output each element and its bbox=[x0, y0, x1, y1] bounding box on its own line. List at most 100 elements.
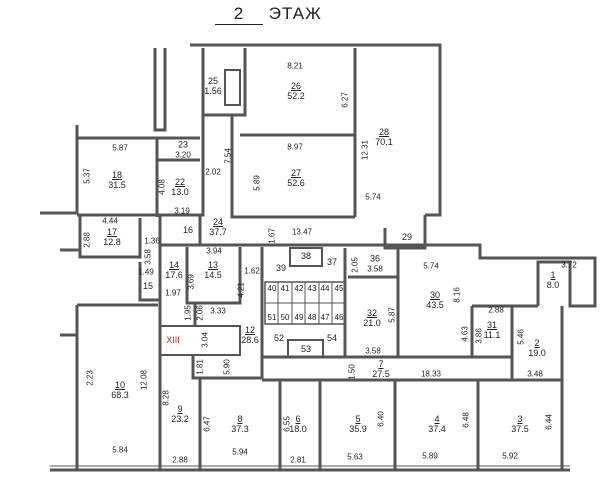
room-38-box bbox=[289, 247, 323, 267]
room-number: 42 bbox=[294, 284, 304, 293]
stall-47[interactable]: 47 bbox=[321, 313, 330, 323]
dimension: 6.47 bbox=[202, 416, 212, 432]
dimension: 4.44 bbox=[102, 216, 118, 226]
dimension: 7.54 bbox=[223, 148, 233, 164]
dimension: 3.19 bbox=[174, 206, 190, 216]
wall bbox=[153, 48, 167, 132]
room-29[interactable]: 29 bbox=[402, 232, 412, 242]
stall-43[interactable]: 43 bbox=[308, 284, 317, 294]
dimension: 6.55 bbox=[282, 416, 292, 432]
dimension: 2.81 bbox=[290, 455, 306, 465]
room-number: 32 bbox=[366, 308, 377, 318]
room-number: 23 bbox=[177, 139, 189, 150]
room-number: 40 bbox=[267, 284, 277, 293]
wall bbox=[230, 115, 355, 219]
room-15[interactable]: 15 bbox=[143, 281, 153, 291]
floor-word: ЭТАЖ bbox=[268, 4, 322, 23]
dimension: 5.37 bbox=[82, 168, 92, 184]
dimension: 2.23 bbox=[85, 370, 95, 386]
room-area: 52.2 bbox=[287, 91, 305, 101]
dimension: 4.21 bbox=[236, 282, 246, 298]
room-area: 23.2 bbox=[171, 414, 189, 424]
dimension: 18.33 bbox=[420, 369, 442, 379]
dimension: 4.63 bbox=[460, 326, 470, 342]
dimension: 1.36 bbox=[144, 236, 160, 246]
room-area: 52.6 bbox=[287, 178, 305, 188]
room-number: 37 bbox=[326, 257, 338, 267]
wall bbox=[190, 43, 442, 217]
dimension: 1.97 bbox=[165, 288, 181, 298]
room-16[interactable]: 16 bbox=[183, 225, 193, 235]
dimension: 6.27 bbox=[340, 92, 350, 108]
staircase-label: XIII bbox=[166, 335, 180, 345]
room-area: 21.0 bbox=[363, 318, 381, 328]
stall-41[interactable]: 41 bbox=[281, 284, 290, 294]
dimension: 5.74 bbox=[423, 261, 439, 271]
dimension: 12.08 bbox=[139, 369, 149, 391]
room-53[interactable]: 53 bbox=[301, 344, 311, 354]
room-number: 30 bbox=[429, 290, 440, 300]
dimension: 3.48 bbox=[527, 369, 543, 379]
room-38[interactable]: 38 bbox=[301, 251, 311, 261]
stall-46[interactable]: 46 bbox=[335, 313, 344, 323]
room-number: 28 bbox=[378, 127, 389, 137]
room-number: 17 bbox=[106, 227, 117, 237]
room-area: 19.0 bbox=[528, 348, 546, 358]
room-area: 70.1 bbox=[375, 137, 393, 147]
stall-48[interactable]: 48 bbox=[308, 313, 317, 323]
room-54[interactable]: 54 bbox=[327, 333, 337, 343]
stall-49[interactable]: 49 bbox=[295, 313, 304, 323]
stall-42[interactable]: 42 bbox=[295, 284, 304, 294]
room-number: 53 bbox=[300, 344, 312, 354]
stall-45[interactable]: 45 bbox=[335, 284, 344, 294]
room-area: 11.1 bbox=[483, 330, 501, 340]
dimension: 3.58 bbox=[365, 346, 381, 356]
dimension: 5.89 bbox=[422, 451, 438, 461]
stall-50[interactable]: 50 bbox=[281, 313, 290, 323]
room-39[interactable]: 39 bbox=[276, 263, 286, 273]
dimension: 8.21 bbox=[287, 61, 303, 71]
dimension: 1.50 bbox=[347, 364, 357, 380]
dimension: 5.46 bbox=[516, 329, 526, 345]
stall-40[interactable]: 40 bbox=[268, 284, 277, 294]
room-number: 29 bbox=[401, 232, 413, 242]
room-52[interactable]: 52 bbox=[274, 333, 284, 343]
room-area: 8.0 bbox=[546, 280, 560, 290]
room-number: 49 bbox=[294, 313, 304, 322]
room-37[interactable]: 37 bbox=[327, 257, 337, 267]
dimension: 3.69 bbox=[186, 274, 196, 290]
dimension: 3.72 bbox=[561, 260, 577, 270]
room-area: 28.6 bbox=[241, 335, 259, 345]
stall-51[interactable]: 51 bbox=[268, 313, 277, 323]
dimension: 6.44 bbox=[544, 414, 554, 430]
room-number: 9 bbox=[177, 404, 183, 414]
stall-44[interactable]: 44 bbox=[321, 284, 330, 294]
